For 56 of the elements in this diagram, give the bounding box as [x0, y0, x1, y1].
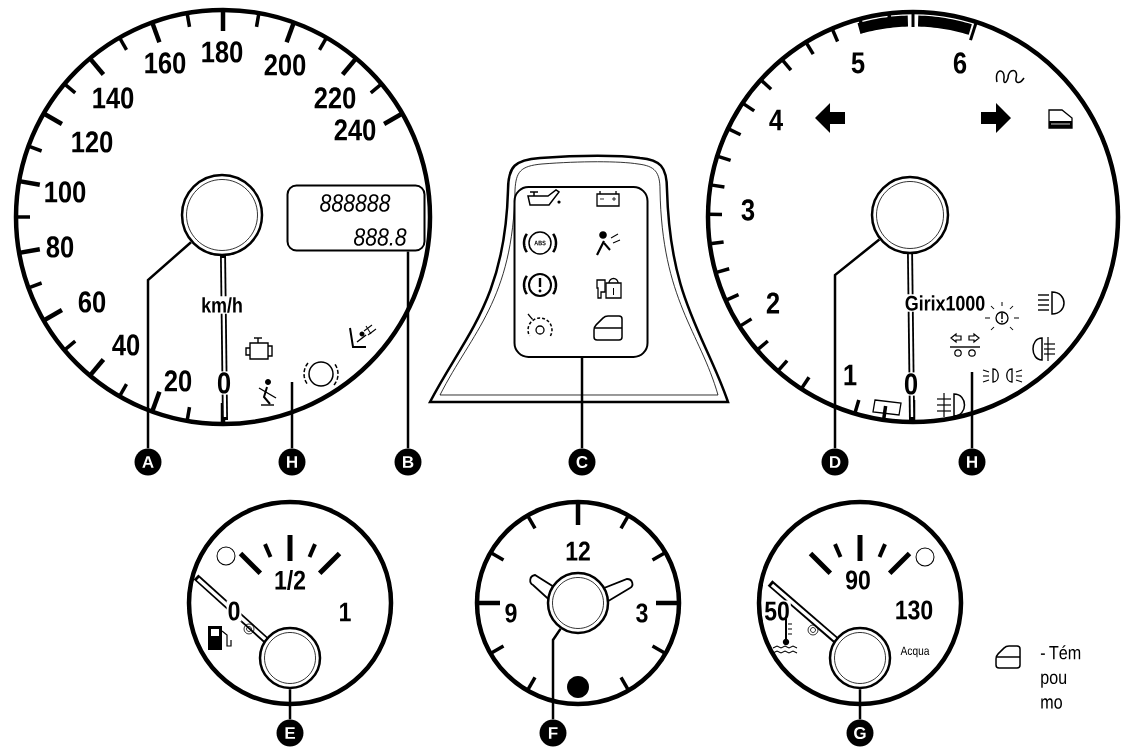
leader-line: [146, 241, 192, 449]
gauge-hub: [828, 626, 892, 690]
dial-number: 60: [78, 291, 106, 313]
dial-number: 40: [112, 334, 140, 356]
dial-number: 100: [45, 181, 86, 203]
dial-number: 3: [636, 603, 648, 623]
callout-letter: B: [394, 448, 422, 476]
leader-line: [290, 382, 294, 449]
dial-number: 80: [46, 236, 74, 258]
callout-letter: H: [958, 448, 986, 476]
callout-letter: D: [821, 448, 849, 476]
leader-line: [858, 689, 862, 720]
dial-number: 12: [566, 541, 590, 561]
dial-number: 130: [896, 600, 933, 620]
unit-label: km/h: [200, 296, 244, 314]
leader-line: [970, 372, 974, 449]
legend-note: - Tém pou mo: [1040, 645, 1081, 709]
dial-number: 180: [202, 41, 243, 63]
dial-number: 1/2: [275, 569, 306, 591]
leader-line: [580, 358, 584, 449]
leader-line: [288, 689, 292, 720]
callout-letter: G: [846, 719, 874, 747]
dial-number: 90: [846, 570, 870, 590]
dial-number: 140: [93, 87, 134, 109]
dial-number: 120: [72, 131, 113, 153]
dial-number: 0: [226, 600, 242, 622]
gauge-hub: [180, 173, 264, 257]
dial-number: 3: [741, 199, 755, 221]
warning-light-panel: [513, 186, 649, 358]
leader-line: [833, 238, 881, 449]
dial-number: 160: [145, 52, 186, 74]
leader-line: [406, 251, 410, 449]
callout-letter: E: [276, 719, 304, 747]
dial-number: 0: [902, 372, 920, 396]
callout-letter: C: [568, 448, 596, 476]
callout-letter: H: [278, 448, 306, 476]
unit-label: Acqua: [900, 646, 930, 658]
dial-number: 50: [763, 600, 791, 622]
dial-number: 2: [766, 292, 780, 314]
dial-number: 0: [215, 371, 233, 395]
dial-number: 1: [340, 602, 351, 622]
dial-number: 200: [264, 54, 306, 76]
callout-letter: F: [539, 719, 567, 747]
gauge-hub: [258, 626, 322, 690]
dial-number: 240: [334, 119, 376, 141]
dial-number: 20: [164, 370, 192, 392]
gauge-hub: [870, 175, 950, 255]
dial-number: 9: [505, 603, 517, 623]
dial-number: 1: [844, 364, 857, 386]
dial-number: 6: [953, 52, 967, 74]
dial-number: 5: [851, 52, 865, 74]
unit-label: Girix1000: [903, 294, 987, 312]
callout-letter: A: [134, 448, 162, 476]
dial-number: 220: [314, 87, 356, 109]
dial-number: 4: [769, 109, 783, 131]
digital-display: 888888 888.8: [286, 184, 426, 252]
